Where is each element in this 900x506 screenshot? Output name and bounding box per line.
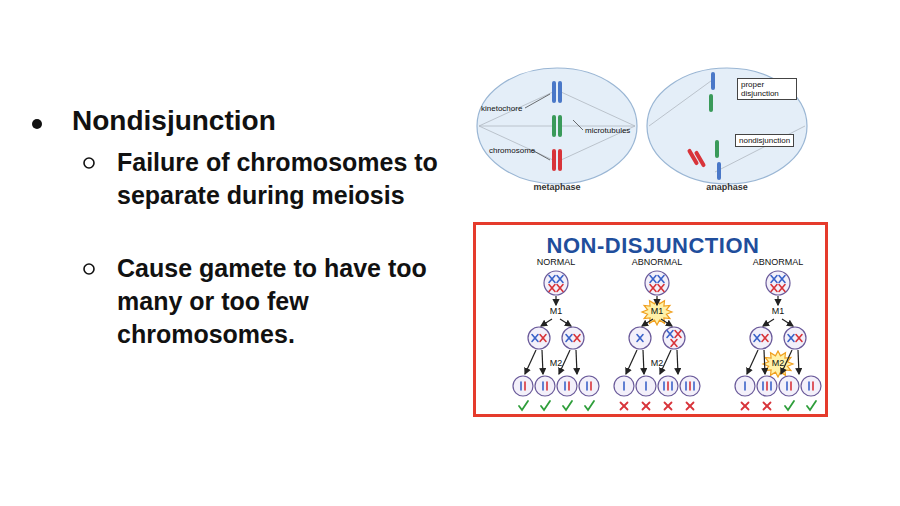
cell-circle (757, 376, 777, 396)
division-arrow (542, 350, 543, 374)
division-arrow (777, 296, 778, 305)
check-mark (519, 401, 528, 410)
division-arrow (560, 319, 571, 326)
callout-box: nondisjunction (735, 134, 794, 147)
division-arrow (642, 319, 653, 326)
cross-mark (621, 403, 628, 410)
division-arrow (555, 296, 556, 305)
heading-bullet: Nondisjunction (72, 106, 276, 137)
part-label: chromosome (489, 146, 535, 155)
check-mark (541, 401, 550, 410)
box-title: NON-DISJUNCTION (547, 233, 760, 259)
cell-circle (735, 376, 755, 396)
cell-circle (513, 376, 533, 396)
division-arrow (747, 350, 758, 374)
division-arrow (525, 350, 536, 374)
division-label: M2 (772, 359, 785, 369)
sub-bullet (84, 158, 94, 168)
error-burst (763, 351, 793, 377)
division-arrow (643, 350, 644, 374)
division-arrow (763, 319, 774, 326)
cell-circle (658, 376, 678, 396)
check-mark (785, 401, 794, 410)
part-label: microtubules (585, 126, 630, 135)
phase-caption: anaphase (706, 182, 748, 192)
division-arrow (541, 319, 552, 326)
check-mark (563, 401, 572, 410)
cell-circle (629, 327, 651, 349)
callout-text: proper disjunction (741, 80, 793, 98)
cell-circle (750, 327, 772, 349)
division-arrow (798, 350, 799, 374)
cell-circle (557, 376, 577, 396)
division-label: M2 (651, 359, 664, 369)
cell-circle (779, 376, 799, 396)
cell-circle (680, 376, 700, 396)
part-label: kinetochore (481, 104, 522, 113)
division-arrow (677, 350, 678, 374)
division-label: M1 (651, 307, 664, 317)
cell-circle (801, 376, 821, 396)
division-label: M2 (550, 359, 563, 369)
check-mark (807, 401, 816, 410)
division-arrow (656, 296, 657, 305)
bullet-dot (32, 119, 42, 129)
column-label: ABNORMAL (632, 258, 683, 268)
division-arrow (782, 319, 793, 326)
cross-mark (687, 403, 694, 410)
cell-node: anaphase proper disjunction nondisjunction (645, 64, 809, 198)
cross-mark (764, 403, 771, 410)
callout-box: proper disjunction (737, 78, 797, 100)
sub-bullet-text: Cause gamete to have too many or too few… (117, 252, 452, 351)
division-label: M1 (550, 307, 563, 317)
cell-circle (645, 271, 669, 295)
sub-bullet (84, 264, 94, 274)
check-mark (585, 401, 594, 410)
cross-mark (665, 403, 672, 410)
phase-caption: metaphase (533, 182, 580, 192)
sub-bullet-text: Failure of chromosomes to separate durin… (117, 146, 452, 212)
cross-mark (643, 403, 650, 410)
cell-circle (528, 327, 550, 349)
cell-circle (784, 327, 806, 349)
column-label: ABNORMAL (753, 258, 804, 268)
cell-circle (535, 376, 555, 396)
cell-circle (614, 376, 634, 396)
summary-box: NON-DISJUNCTION (473, 222, 828, 417)
division-arrow (576, 350, 577, 374)
meiosis-figure (513, 271, 821, 410)
cell-circle (579, 376, 599, 396)
division-arrow (626, 350, 637, 374)
cell-circle (562, 327, 584, 349)
cell-node: kinetochore chromosome microtubules metapha… (475, 64, 639, 198)
cell-circle (663, 327, 685, 349)
cross-mark (742, 403, 749, 410)
cell-circle (636, 376, 656, 396)
cell-circle (766, 271, 790, 295)
division-arrow (764, 350, 765, 374)
division-label: M1 (772, 307, 785, 317)
division-arrow (661, 319, 672, 326)
column-label: NORMAL (537, 258, 576, 268)
cell-circle (544, 271, 568, 295)
callout-text: nondisjunction (739, 136, 790, 145)
